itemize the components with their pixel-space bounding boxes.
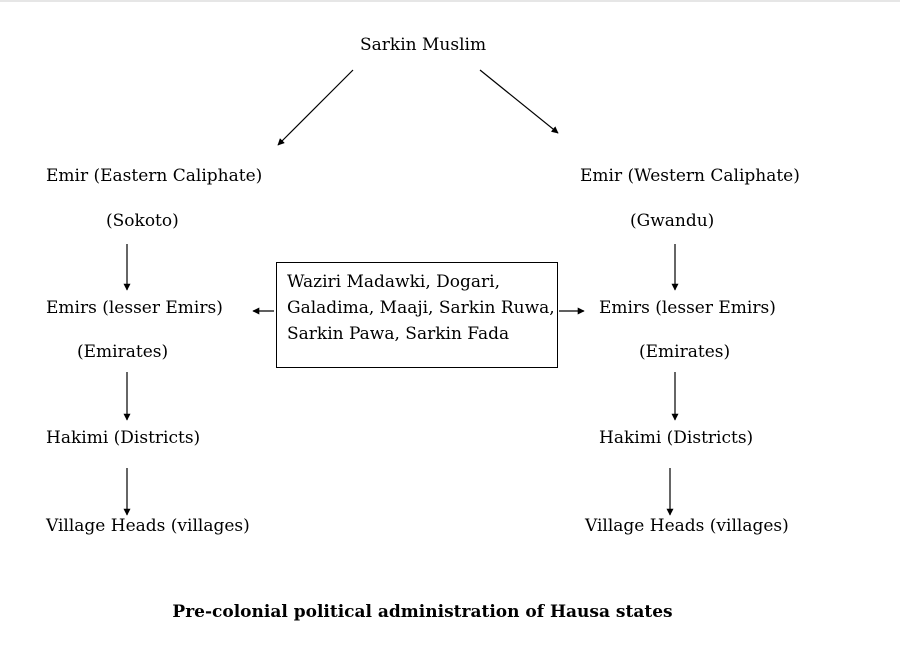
figure-caption: Pre-colonial political administration of…: [172, 602, 673, 622]
east-hakimi-node: Hakimi (Districts): [46, 428, 201, 448]
top-rule: [0, 0, 900, 2]
officials-line-3: Sarkin Pawa, Sarkin Fada: [287, 324, 510, 344]
west-seat-label: (Gwandu): [630, 211, 715, 231]
officials-line-1: Waziri Madawki, Dogari,: [287, 272, 500, 292]
arrow-root-to-east-emir: [277, 69, 354, 146]
west-village-heads-node: Village Heads (villages): [585, 516, 789, 536]
west-hakimi-node: Hakimi (Districts): [599, 428, 754, 448]
east-seat-label: (Sokoto): [106, 211, 179, 231]
officials-box: Waziri Madawki, Dogari, Galadima, Maaji,…: [276, 262, 558, 368]
arrow-root-to-west-emir: [479, 69, 559, 134]
east-village-heads-node: Village Heads (villages): [46, 516, 250, 536]
west-emirates-label: (Emirates): [639, 342, 731, 362]
east-lesser-emirs-node: Emirs (lesser Emirs): [46, 298, 223, 318]
root-node-sarkin-muslim: Sarkin Muslim: [360, 35, 487, 55]
officials-line-2: Galadima, Maaji, Sarkin Ruwa,: [287, 298, 555, 318]
west-lesser-emirs-node: Emirs (lesser Emirs): [599, 298, 776, 318]
west-emir-node: Emir (Western Caliphate): [580, 166, 800, 186]
east-emir-node: Emir (Eastern Caliphate): [46, 166, 263, 186]
east-emirates-label: (Emirates): [77, 342, 169, 362]
